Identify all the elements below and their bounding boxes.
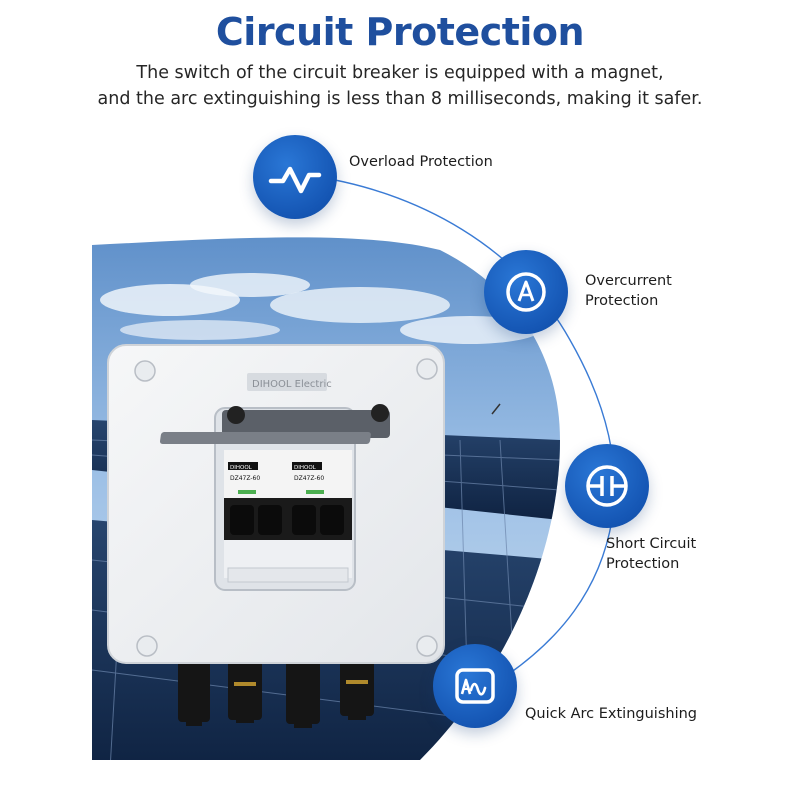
feature-label-line2: Protection	[606, 556, 680, 572]
subtitle-line-2: and the arc extinguishing is less than 8…	[97, 89, 703, 109]
brand-plate-text: DIHOOL Electric	[252, 379, 332, 390]
mc4-connectors	[178, 656, 374, 728]
feature-connector-arc	[304, 174, 616, 681]
feature-label-line2: Protection	[585, 293, 659, 309]
short-circuit-icon	[565, 444, 649, 528]
breaker-brand-right: DIHOOL	[294, 465, 317, 471]
feature-label-short-circuit: Short Circuit Protection	[606, 534, 696, 574]
breaker-brand-left: DIHOOL	[230, 465, 253, 471]
feature-label-line1: Short Circuit	[606, 536, 697, 552]
ampere-icon	[484, 250, 568, 334]
feature-label-overload: Overload Protection	[349, 152, 493, 172]
breaker-model-left: DZ47Z-60	[230, 475, 260, 482]
feature-label-line1: Quick Arc Extinguishing	[525, 706, 697, 722]
combiner-box	[107, 344, 445, 728]
feature-label-line1: Overload Protection	[349, 154, 493, 170]
page-title: Circuit Protection	[215, 10, 585, 54]
feature-label-quick-arc: Quick Arc Extinguishing	[525, 704, 697, 724]
waveform-icon	[253, 135, 337, 219]
feature-label-line1: Overcurrent	[585, 273, 672, 289]
breaker-model-right: DZ47Z-60	[294, 475, 324, 482]
feature-label-overcurrent: Overcurrent Protection	[585, 271, 672, 311]
arc-wave-icon	[433, 644, 517, 728]
subtitle-line-1: The switch of the circuit breaker is equ…	[136, 63, 664, 83]
